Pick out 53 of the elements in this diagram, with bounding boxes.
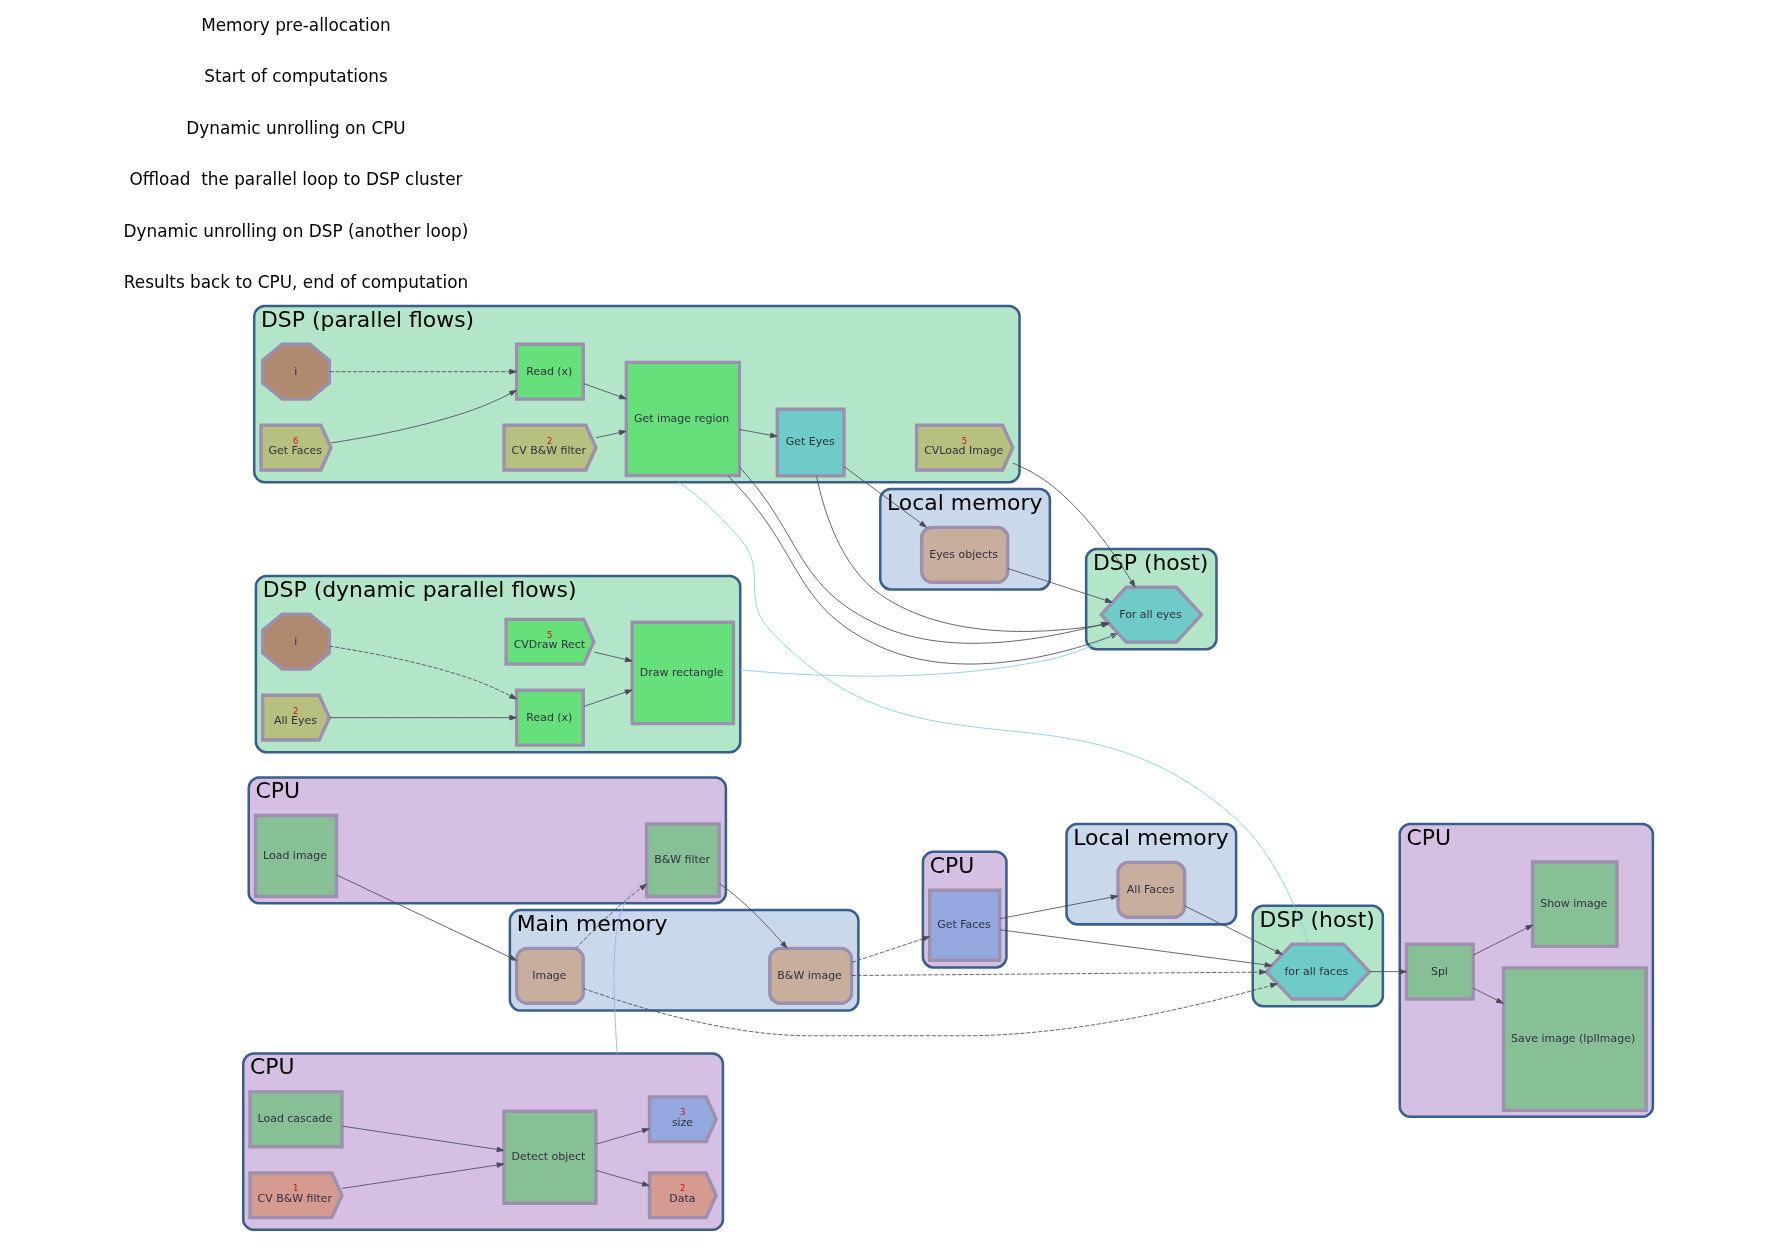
arrow	[1007, 568, 1113, 603]
label: Memory pre-allocation	[201, 14, 391, 35]
arrow	[329, 368, 517, 375]
arrow	[851, 936, 930, 963]
arrow	[341, 1125, 505, 1153]
arrow	[330, 390, 517, 444]
connector	[678, 481, 1310, 945]
node-box: Load image	[253, 813, 339, 899]
node-box: B&W image	[768, 946, 854, 1005]
node-box: Read (x)	[514, 688, 585, 747]
node-box: Load cascade	[248, 1090, 344, 1149]
connector	[613, 878, 647, 1054]
arrow	[595, 429, 627, 439]
arrow	[336, 874, 517, 961]
arrow	[583, 383, 627, 400]
arrow	[595, 1127, 650, 1145]
node-box: Show image	[1530, 860, 1619, 948]
arrow	[595, 1169, 650, 1187]
node-box: Spl	[1404, 942, 1475, 1001]
arrow	[593, 651, 633, 663]
arrow	[718, 883, 788, 949]
label: Results back to CPU, end of computation	[123, 272, 469, 293]
node-box: Detect object	[502, 1109, 598, 1205]
node-box: Get Faces	[927, 888, 1002, 962]
arrow	[575, 883, 647, 949]
node-box: Draw rectangle	[630, 620, 736, 726]
arrow	[999, 929, 1273, 968]
arrow	[738, 428, 778, 438]
arrow	[329, 645, 517, 700]
arrow	[851, 969, 1267, 976]
arrow	[1012, 462, 1136, 588]
node-box: Get image region	[624, 360, 742, 478]
arrow	[1472, 987, 1504, 1004]
node-box: Save image (IplImage)	[1501, 966, 1648, 1113]
node-box: Read (x)	[514, 342, 585, 401]
node-box: Eyes objects	[919, 525, 1010, 584]
arrow	[1369, 968, 1407, 975]
arrow	[341, 1162, 505, 1189]
label: Offload the parallel loop to DSP cluster	[129, 169, 463, 190]
arrow	[583, 689, 633, 707]
label: Dynamic unrolling on DSP (another loop)	[123, 220, 469, 241]
label: Start of computations	[204, 66, 388, 87]
node-box: Image	[514, 946, 585, 1005]
node-box: B&W filter	[644, 822, 721, 899]
arrow	[1472, 924, 1534, 956]
arrow	[999, 894, 1119, 920]
arrow	[582, 982, 1278, 1037]
arrow	[1184, 905, 1283, 955]
arrow	[329, 714, 517, 721]
label: Dynamic unrolling on CPU	[186, 117, 406, 138]
arrow	[843, 466, 927, 528]
node-box: Get Eyes	[775, 407, 846, 478]
node-box: All Faces	[1116, 860, 1187, 919]
